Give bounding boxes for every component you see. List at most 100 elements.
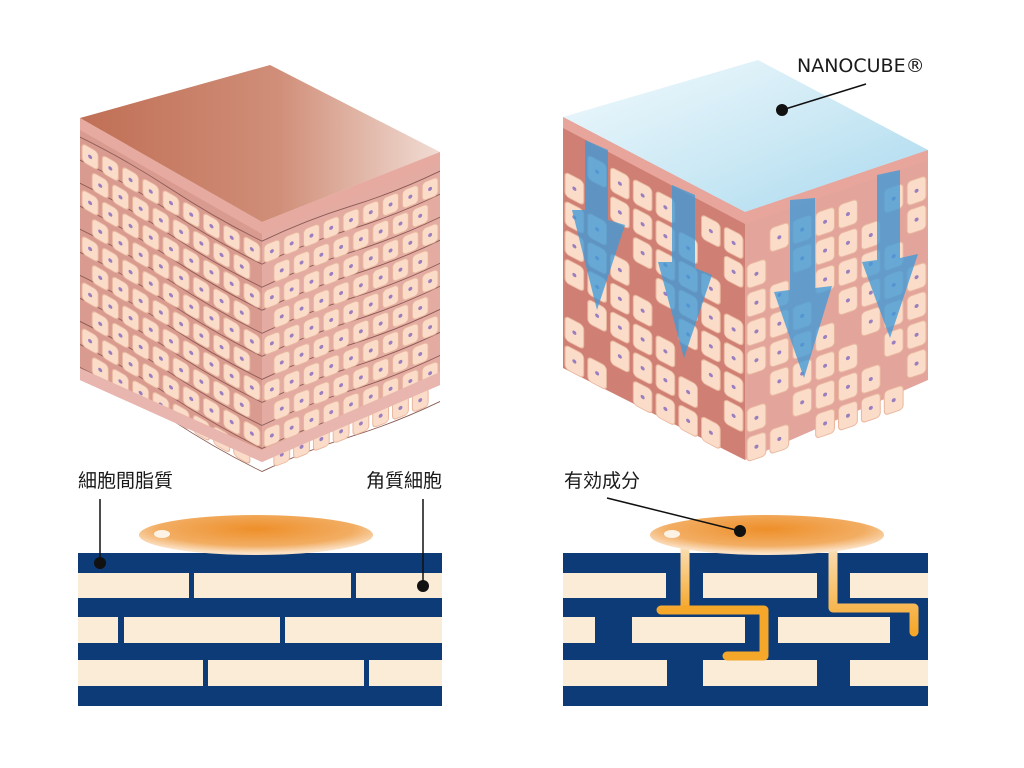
- cell-nucleus: [88, 246, 93, 252]
- arrow-down-icon: [862, 170, 918, 338]
- cell-nucleus: [398, 405, 403, 411]
- cell-nucleus: [209, 362, 214, 367]
- cell-nucleus: [229, 373, 234, 379]
- cell-nucleus: [388, 386, 393, 391]
- cell-nucleus: [319, 298, 324, 303]
- cell-nucleus: [358, 421, 363, 426]
- skin-cube-untreated: [79, 65, 441, 473]
- cell-nucleus: [138, 390, 143, 396]
- cell-nucleus: [128, 269, 133, 275]
- cell-nucleus: [329, 317, 334, 323]
- leader-dot: [734, 525, 746, 537]
- cell-nucleus: [572, 330, 577, 335]
- corneocyte: [850, 573, 928, 598]
- cell-nucleus: [731, 240, 736, 246]
- cell-nucleus: [189, 258, 194, 263]
- cell-nucleus: [349, 217, 353, 223]
- corneocyte: [78, 573, 189, 598]
- corneocyte: [285, 617, 442, 643]
- cell-nucleus: [168, 339, 174, 344]
- cell-nucleus: [339, 337, 344, 342]
- cell-nucleus: [428, 371, 433, 376]
- cell-nucleus: [279, 268, 284, 273]
- cell-nucleus: [98, 275, 103, 281]
- cell-nucleus: [108, 304, 113, 309]
- cell-nucleus: [398, 221, 403, 226]
- cell-nucleus: [299, 444, 304, 449]
- cell-nucleus: [138, 344, 143, 350]
- cell-nucleus: [845, 356, 850, 361]
- leader-dot: [776, 104, 788, 116]
- cell-nucleus: [398, 359, 403, 364]
- cell-nucleus: [754, 415, 759, 420]
- cell-nucleus: [279, 360, 284, 365]
- corneocyte: [194, 573, 351, 598]
- cell-nucleus: [388, 340, 393, 345]
- cell-nucleus: [572, 272, 577, 278]
- cell-nucleus: [868, 377, 873, 382]
- cell-nucleus: [329, 363, 334, 369]
- active-ingredient-drop: [650, 515, 884, 555]
- drop-highlight: [154, 530, 170, 538]
- cell-nucleus: [663, 233, 668, 239]
- cell-nucleus: [777, 436, 782, 441]
- cell-nucleus: [309, 417, 314, 422]
- arrow-down-icon: [572, 140, 625, 310]
- cell-nucleus: [663, 406, 668, 412]
- corneocyte: [632, 617, 745, 643]
- cell-nucleus: [914, 217, 919, 222]
- cell-nucleus: [358, 329, 363, 334]
- corneocyte: [356, 573, 442, 598]
- cell-nucleus: [209, 408, 214, 413]
- cell-nucleus: [640, 250, 645, 256]
- cell-nucleus: [368, 256, 373, 261]
- cell-nucleus: [319, 436, 324, 442]
- cell-nucleus: [128, 223, 133, 229]
- cell-nucleus: [98, 229, 103, 234]
- cell-nucleus: [731, 355, 736, 361]
- cell-nucleus: [128, 362, 133, 367]
- cell-nucleus: [428, 186, 433, 191]
- cell-nucleus: [179, 229, 184, 235]
- cell-nucleus: [777, 379, 782, 384]
- corneocyte: [703, 573, 817, 598]
- cell-nucleus: [148, 327, 153, 332]
- cell-nucleus: [663, 205, 668, 210]
- corneocyte: [850, 660, 928, 686]
- cell-nucleus: [108, 350, 113, 355]
- active-ingredient-label: 有効成分: [564, 470, 640, 492]
- cell-nucleus: [595, 371, 600, 376]
- cell-nucleus: [595, 313, 600, 318]
- cell-nucleus: [168, 385, 174, 390]
- cell-nucleus: [868, 405, 873, 410]
- arrow-down-icon: [658, 185, 712, 358]
- cell-nucleus: [754, 329, 759, 334]
- cell-nucleus: [845, 384, 850, 389]
- corneocyte: [778, 617, 890, 643]
- cell-nucleus: [189, 212, 194, 217]
- cell-nucleus: [572, 186, 577, 191]
- cell-nucleus: [686, 389, 691, 395]
- cell-nucleus: [777, 321, 782, 326]
- cell-nucleus: [329, 225, 334, 230]
- cell-nucleus: [88, 338, 93, 344]
- cell-nucleus: [914, 361, 919, 366]
- corneocyte: [563, 617, 595, 643]
- leader-dot: [94, 557, 106, 569]
- cell-nucleus: [118, 287, 123, 292]
- cell-nucleus: [299, 306, 304, 311]
- cell-nucleus: [823, 277, 828, 282]
- cell-nucleus: [148, 281, 153, 286]
- corneocyte: [78, 660, 203, 686]
- intercellular-lipid-label: 細胞間脂質: [78, 470, 173, 492]
- cell-nucleus: [319, 390, 324, 396]
- cell-nucleus: [868, 319, 873, 324]
- cell-nucleus: [686, 418, 691, 424]
- drop-highlight: [664, 530, 680, 538]
- cell-nucleus: [118, 241, 123, 246]
- cell-nucleus: [617, 354, 622, 359]
- corneocyte: [703, 660, 817, 686]
- cell-nucleus: [289, 333, 294, 338]
- cell-nucleus: [868, 233, 873, 238]
- cell-nucleus: [138, 298, 143, 304]
